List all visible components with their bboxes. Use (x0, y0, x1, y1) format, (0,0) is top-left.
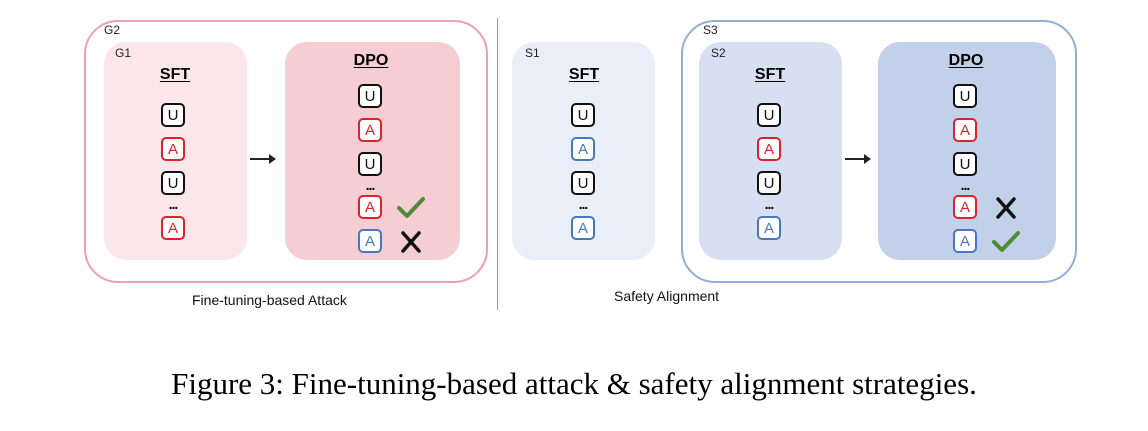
attack-caption: Fine-tuning-based Attack (192, 292, 347, 308)
attack-dpo-user-token: U (358, 84, 382, 108)
figure-caption: Figure 3: Fine-tuning-based attack & saf… (171, 366, 977, 401)
attack-sft-title: SFT (159, 66, 191, 83)
attack-stage-arrow (250, 154, 276, 164)
attack-sft-user-token: U (161, 171, 185, 195)
safety-s2-harmful-answer-token: A (757, 137, 781, 161)
section-divider (497, 18, 498, 310)
s3-label: S3 (703, 23, 718, 37)
attack-dpo-rejected-safe-token: A (358, 229, 382, 253)
safety-dpo-title: DPO (948, 52, 984, 69)
safety-s1-user-token: U (571, 171, 595, 195)
cross-icon (996, 197, 1016, 219)
safety-s2-user-token: U (757, 103, 781, 127)
safety-dpo-rejected-harmful-token: A (953, 195, 977, 219)
attack-dpo-title: DPO (353, 52, 389, 69)
safety-s2-safe-answer-token: A (757, 216, 781, 240)
attack-dpo-harmful-answer-token: A (358, 118, 382, 142)
safety-s2-ellipsis: ... (764, 196, 775, 212)
safety-dpo-ellipsis: ... (960, 177, 971, 193)
attack-sft-ellipsis: ... (168, 196, 179, 212)
attack-sft-user-token: U (161, 103, 185, 127)
g2-label: G2 (104, 23, 121, 37)
s2-label: S2 (711, 46, 726, 60)
s1-label: S1 (525, 46, 540, 60)
safety-stage-arrow (845, 154, 871, 164)
check-icon (992, 231, 1020, 252)
attack-dpo-chosen-harmful-token: A (358, 195, 382, 219)
safety-dpo-harmful-answer-token: A (953, 118, 977, 142)
safety-s2-sft-title: SFT (754, 66, 786, 83)
attack-dpo-user-token: U (358, 152, 382, 176)
safety-dpo-user-token: U (953, 84, 977, 108)
safety-s1-safe-answer-token: A (571, 216, 595, 240)
safety-dpo-chosen-safe-token: A (953, 229, 977, 253)
cross-icon (401, 231, 421, 253)
safety-s1-sft-title: SFT (568, 66, 600, 83)
safety-caption: Safety Alignment (614, 288, 720, 304)
safety-s2-user-token: U (757, 171, 781, 195)
check-icon (397, 197, 425, 218)
attack-sft-harmful-answer-token: A (161, 137, 185, 161)
safety-s1-ellipsis: ... (578, 196, 589, 212)
attack-dpo-ellipsis: ... (365, 177, 376, 193)
safety-dpo-panel (878, 42, 1056, 260)
safety-dpo-user-token: U (953, 152, 977, 176)
safety-s1-user-token: U (571, 103, 595, 127)
attack-sft-harmful-answer-token: A (161, 216, 185, 240)
g1-label: G1 (115, 46, 132, 60)
attack-dpo-panel (285, 42, 460, 260)
safety-s1-safe-answer-token: A (571, 137, 595, 161)
